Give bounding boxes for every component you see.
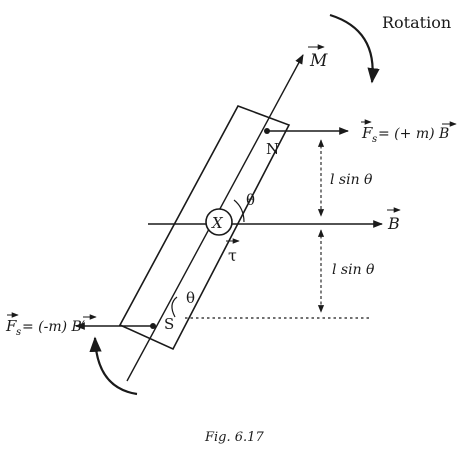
rotation-label: Rotation — [382, 13, 451, 32]
figure-caption: Fig. 6.17 — [204, 430, 264, 445]
theta-bottom-label: θ — [186, 289, 195, 307]
l-sin-theta-top-label: l sin θ — [330, 172, 373, 188]
north-pole-dot — [264, 128, 270, 134]
force-south-sub: s — [16, 327, 21, 338]
force-north-sub: s — [372, 134, 377, 145]
force-north-label: = (+ m) B — [378, 126, 449, 142]
torque-label: τ — [228, 246, 237, 265]
south-pole-dot — [150, 323, 156, 329]
center-label: X — [211, 214, 224, 232]
field-label: B — [387, 214, 400, 233]
south-label: S — [164, 315, 174, 333]
theta-top-label: θ — [246, 191, 255, 209]
force-north-symbol: F — [361, 124, 373, 142]
angle-arc-top — [233, 199, 245, 223]
rotation-arrow-top — [329, 13, 380, 84]
north-label: N — [266, 140, 279, 158]
moment-label: M — [309, 51, 328, 71]
bar-magnet — [118, 105, 291, 351]
center-circle — [205, 208, 233, 236]
force-south-symbol: F — [5, 317, 17, 335]
rotation-arrow-bottom — [89, 336, 138, 396]
angle-arc-bottom — [171, 296, 178, 318]
l-sin-theta-bottom-label: l sin θ — [332, 262, 375, 278]
force-south-label: = (-m) B′ — [22, 319, 86, 335]
